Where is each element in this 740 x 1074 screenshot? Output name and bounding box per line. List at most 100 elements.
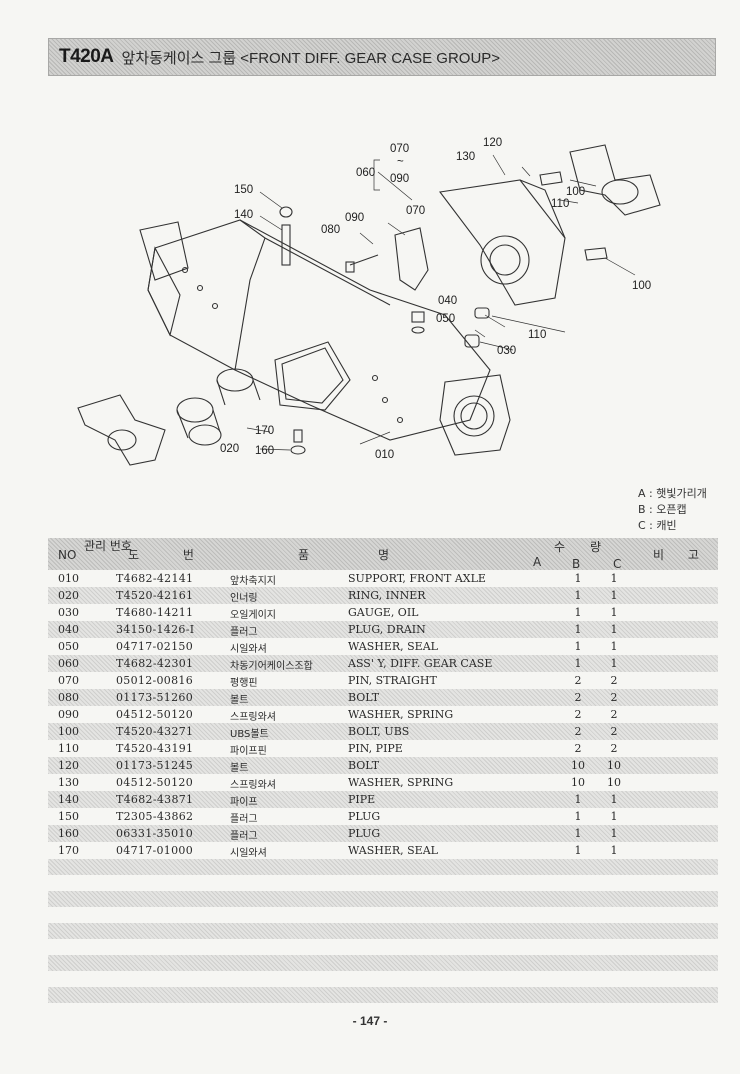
blank-row — [48, 907, 718, 923]
callout-140: 140 — [234, 209, 253, 221]
row-part-no: T4520-43271 — [116, 725, 194, 738]
housing-window — [274, 341, 351, 411]
table-row: 080 01173-51260 볼트 BOLT 2 2 — [48, 689, 718, 706]
row-name-kr: 인너링 — [230, 593, 258, 604]
row-name-en: WASHER, SPRING — [348, 776, 454, 789]
blank-row — [48, 987, 718, 1003]
row-qty-b: 2 — [574, 708, 582, 721]
callout-040: 040 — [438, 295, 457, 307]
callout-130: 130 — [456, 151, 475, 163]
front-axle-support-right — [569, 144, 661, 216]
front-axle-support-left — [77, 394, 166, 466]
row-part-no: 04512-50120 — [116, 776, 194, 789]
row-qty-c: 1 — [610, 623, 618, 636]
header-no: NO — [58, 548, 77, 562]
row-name-en: RING, INNER — [348, 589, 426, 602]
header-name-1: 품 — [298, 548, 310, 562]
row-qty-b: 1 — [574, 572, 582, 585]
row-name-kr: 평행핀 — [230, 678, 258, 689]
callout-110-top: 110 — [551, 198, 569, 210]
header-col-b: B — [572, 557, 581, 571]
row-part-no: 05012-00816 — [116, 674, 194, 687]
row-qty-b: 1 — [574, 589, 582, 602]
row-no: 080 — [58, 691, 79, 704]
callout-020: 020 — [220, 443, 239, 455]
table-row: 090 04512-50120 스프링와셔 WASHER, SPRING 2 2 — [48, 706, 718, 723]
row-part-no: T4682-43871 — [116, 793, 194, 806]
callout-090-range: 090 — [390, 173, 409, 185]
row-qty-b: 1 — [574, 793, 582, 806]
blank-row — [48, 891, 718, 907]
row-name-kr: 파이프핀 — [230, 746, 267, 757]
parts-table: NO 관리 번호 도 번 품 명 수 량 A B C 비 고 010 T4682… — [48, 538, 718, 1003]
legend-c: C : 캐빈 — [638, 519, 677, 532]
row-no: 050 — [58, 640, 79, 653]
oil-gauge — [464, 334, 480, 348]
row-part-no: T4520-43191 — [116, 742, 194, 755]
row-no: 120 — [58, 759, 79, 772]
row-name-kr: 볼트 — [230, 763, 249, 774]
row-qty-b: 1 — [574, 827, 582, 840]
row-part-no: 04512-50120 — [116, 708, 194, 721]
diff-gear-case — [439, 179, 566, 306]
row-qty-c: 1 — [610, 844, 618, 857]
callout-080: 080 — [321, 224, 340, 236]
row-qty-b: 10 — [571, 759, 585, 772]
row-name-kr: 오일게이지 — [230, 610, 276, 621]
row-no: 170 — [58, 844, 79, 857]
callout-070: 070 — [406, 205, 425, 217]
row-qty-c: 1 — [610, 606, 618, 619]
right-flange — [439, 374, 511, 456]
pipe-pin — [474, 307, 490, 319]
row-qty-c: 10 — [607, 776, 621, 789]
row-part-no: T2305-43862 — [116, 810, 194, 823]
table-row: 100 T4520-43271 UBS볼트 BOLT, UBS 2 2 — [48, 723, 718, 740]
callout-150: 150 — [234, 184, 253, 196]
callout-110-right: 110 — [528, 329, 546, 341]
row-no: 060 — [58, 657, 79, 670]
row-no: 110 — [58, 742, 79, 755]
row-name-en: PIN, PIPE — [348, 742, 403, 755]
row-name-kr: 플러그 — [230, 627, 258, 638]
header-col-c: C — [613, 557, 622, 571]
left-flange — [139, 221, 189, 281]
row-part-no: 04717-02150 — [116, 640, 194, 653]
row-qty-c: 1 — [610, 657, 618, 670]
header-mgmt-no: 관리 번호 — [84, 539, 132, 553]
table-row: 170 04717-01000 시일와셔 WASHER, SEAL 1 1 — [48, 842, 718, 859]
plug-150 — [279, 206, 293, 218]
header-remark: 비 고 — [653, 548, 709, 562]
axle-housing-body — [147, 219, 491, 441]
plug-170 — [293, 429, 303, 443]
table-row: 020 T4520-42161 인너링 RING, INNER 1 1 — [48, 587, 718, 604]
row-qty-c: 1 — [610, 810, 618, 823]
row-part-no: 06331-35010 — [116, 827, 194, 840]
table-row: 060 T4682-42301 차동기어케이스조합 ASS' Y, DIFF. … — [48, 655, 718, 672]
header-qty-2: 량 — [590, 540, 602, 554]
row-name-kr: 플러그 — [230, 814, 258, 825]
row-name-en: SUPPORT, FRONT AXLE — [348, 572, 486, 585]
row-no: 090 — [58, 708, 79, 721]
row-name-kr: 시일와셔 — [230, 848, 267, 859]
row-qty-b: 1 — [574, 657, 582, 670]
callout-100-right: 100 — [632, 280, 651, 292]
table-row: 150 T2305-43862 플러그 PLUG 1 1 — [48, 808, 718, 825]
row-name-en: BOLT — [348, 691, 380, 704]
table-row: 140 T4682-43871 파이프 PIPE 1 1 — [48, 791, 718, 808]
row-qty-c: 1 — [610, 589, 618, 602]
group-code: T420A — [59, 46, 114, 67]
header-drawing-no: 도 번 — [128, 548, 214, 562]
blank-row — [48, 971, 718, 987]
pipe — [281, 224, 291, 266]
row-qty-c: 2 — [610, 725, 618, 738]
blank-row — [48, 955, 718, 971]
row-name-en: WASHER, SPRING — [348, 708, 454, 721]
row-qty-c: 2 — [610, 742, 618, 755]
row-no: 040 — [58, 623, 79, 636]
row-no: 100 — [58, 725, 79, 738]
row-no: 020 — [58, 589, 79, 602]
table-header: NO 관리 번호 도 번 품 명 수 량 A B C 비 고 — [48, 538, 718, 571]
row-name-kr: 앞차축지지 — [230, 576, 276, 587]
row-qty-c: 2 — [610, 708, 618, 721]
table-row: 050 04717-02150 시일와셔 WASHER, SEAL 1 1 — [48, 638, 718, 655]
